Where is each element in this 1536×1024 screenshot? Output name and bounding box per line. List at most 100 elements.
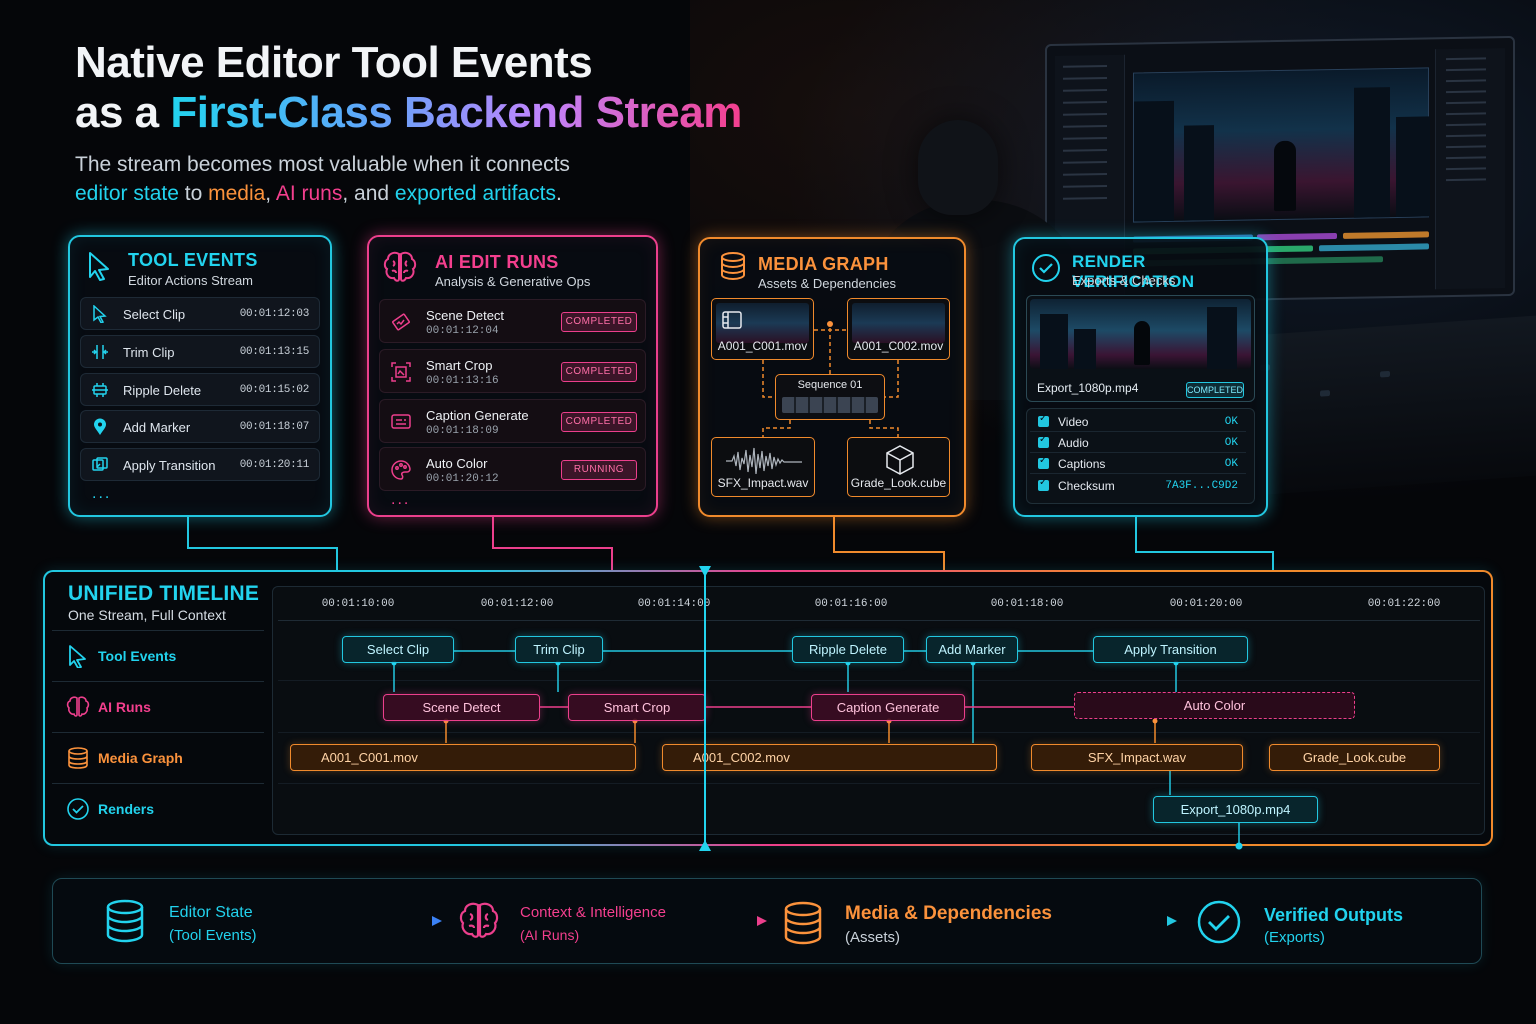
tool-event-label: Trim Clip: [123, 345, 175, 360]
timeline-tick: 00:01:12:00: [480, 598, 554, 610]
media-asset-name: SFX_Impact.wav: [717, 476, 809, 490]
tool-event-time: 00:01:15:02: [239, 384, 310, 396]
checkbox-checked[interactable]: [1038, 413, 1049, 427]
film-clip-icon: [722, 311, 742, 329]
database-icon: [784, 901, 822, 945]
lane-media-graph[interactable]: Media Graph: [52, 732, 264, 782]
ai-run-label: Scene Detect: [426, 308, 505, 323]
ai-run-row[interactable]: Scene Detect 00:01:12:04 COMPLETED: [379, 299, 646, 343]
timeline-tick: 00:01:14:00: [637, 598, 711, 610]
brain-icon: [459, 902, 499, 938]
ai-run-row[interactable]: Caption Generate 00:01:18:09 COMPLETED: [379, 399, 646, 443]
tool-event-label: Apply Transition: [123, 458, 216, 473]
tool-event-time: 00:01:13:15: [239, 346, 310, 358]
ai-run-time: 00:01:20:12: [426, 473, 499, 485]
media-asset-audio[interactable]: SFX_Impact.wav: [711, 437, 815, 497]
tool-event-label: Ripple Delete: [123, 383, 202, 398]
check-row[interactable]: Audio OK: [1030, 433, 1246, 453]
media-asset-name: Grade_Look.cube: [850, 476, 947, 490]
more-indicator: ...: [391, 491, 411, 508]
tool-event-row[interactable]: Select Clip 00:01:12:03: [80, 297, 320, 330]
lane-ai-runs[interactable]: AI Runs: [52, 681, 264, 731]
lane-renders[interactable]: Renders: [52, 783, 264, 833]
timeline-ai-run[interactable]: Smart Crop: [568, 694, 706, 721]
subtitle-media: media: [208, 182, 266, 205]
timeline-title: UNIFIED TIMELINE: [68, 582, 260, 605]
lane-label: AI Runs: [98, 699, 151, 715]
flow-step-subtitle: (AI Runs): [520, 927, 580, 943]
ai-run-label: Smart Crop: [426, 358, 493, 373]
title-line-1: Native Editor Tool Events: [75, 38, 593, 87]
cube-icon: [886, 445, 914, 475]
check-label: Video: [1058, 415, 1089, 429]
ai-run-label: Caption Generate: [426, 408, 529, 423]
export-preview-card[interactable]: Export_1080p.mp4 COMPLETED: [1026, 295, 1255, 402]
check-value: OK: [1224, 437, 1238, 449]
timeline-ai-run[interactable]: Scene Detect: [383, 694, 540, 721]
tool-event-row[interactable]: Trim Clip 00:01:13:15: [80, 335, 320, 368]
timeline-ai-run-running[interactable]: Auto Color: [1074, 692, 1355, 719]
media-asset-clip[interactable]: A001_C002.mov: [847, 298, 950, 360]
marker-pin-icon: [94, 418, 106, 435]
tool-events-subtitle: Editor Actions Stream: [128, 273, 253, 288]
subtitle-comma: ,: [265, 182, 276, 205]
check-circle-icon: [1197, 900, 1241, 944]
ai-run-row[interactable]: Auto Color 00:01:20:12 RUNNING: [379, 447, 646, 491]
brain-icon: [66, 696, 90, 717]
palette-icon: [391, 460, 411, 480]
subtitle-to: to: [178, 182, 209, 205]
media-graph-subtitle: Assets & Dependencies: [758, 276, 897, 291]
title-highlight: First-Class Backend Stream: [170, 88, 742, 137]
lane-tool-events[interactable]: Tool Events: [52, 630, 264, 680]
check-row[interactable]: Checksum 7A3F...C9D2: [1030, 476, 1246, 496]
check-label: Audio: [1058, 436, 1089, 450]
render-verification-subtitle: Exports & Checks: [1072, 273, 1176, 288]
flow-step-title: Editor State: [169, 904, 253, 921]
timeline-tick: 00:01:10:00: [321, 598, 395, 610]
media-sequence-node[interactable]: Sequence 01: [775, 374, 885, 420]
cursor-icon: [69, 645, 86, 668]
tool-event-time: 00:01:12:03: [239, 308, 310, 320]
scene-detect-icon: [392, 313, 410, 331]
trim-icon: [92, 345, 108, 359]
tool-event-row[interactable]: Ripple Delete 00:01:15:02: [80, 373, 320, 406]
flow-step-subtitle: (Assets): [845, 929, 901, 946]
lane-divider: [278, 732, 1480, 733]
media-asset-lut[interactable]: Grade_Look.cube: [847, 437, 950, 497]
ai-run-row[interactable]: Smart Crop 00:01:13:16 COMPLETED: [379, 349, 646, 393]
database-icon: [68, 747, 88, 769]
timeline-media-asset[interactable]: Grade_Look.cube: [1269, 744, 1440, 771]
tool-event-row[interactable]: Add Marker 00:01:18:07: [80, 410, 320, 443]
lane-divider: [278, 680, 1480, 681]
timeline-media-asset[interactable]: A001_C001.mov: [290, 744, 636, 771]
tool-event-row[interactable]: Apply Transition 00:01:20:11: [80, 448, 320, 481]
lane-divider: [278, 783, 1480, 784]
timeline-tool-event[interactable]: Select Clip: [342, 636, 454, 663]
cursor-icon: [89, 252, 109, 281]
check-row[interactable]: Captions OK: [1030, 454, 1246, 474]
timeline-tool-event[interactable]: Apply Transition: [1093, 636, 1248, 663]
timeline-ai-run[interactable]: Caption Generate: [811, 694, 965, 721]
checkbox-checked[interactable]: [1038, 477, 1049, 491]
page-title: Native Editor Tool Events as a First-Cla…: [75, 38, 742, 138]
subtitle-line-2: editor state to media, AI runs, and expo…: [75, 179, 570, 208]
check-row[interactable]: Video OK: [1030, 412, 1246, 432]
timeline-media-asset[interactable]: SFX_Impact.wav: [1031, 744, 1243, 771]
checkbox-checked[interactable]: [1038, 434, 1049, 448]
subtitle-ai-runs: AI runs: [275, 182, 343, 205]
checkbox-checked[interactable]: [1038, 455, 1049, 469]
timeline-tick: 00:01:16:00: [814, 598, 888, 610]
check-label: Captions: [1058, 457, 1106, 471]
timeline-tool-event[interactable]: Add Marker: [926, 636, 1018, 663]
media-asset-clip[interactable]: A001_C001.mov: [711, 298, 814, 360]
timeline-tick: 00:01:22:00: [1367, 598, 1441, 610]
checks-list: [1026, 408, 1255, 504]
lane-label: Tool Events: [98, 648, 177, 664]
timeline-render[interactable]: Export_1080p.mp4: [1153, 796, 1318, 823]
timeline-tool-event[interactable]: Trim Clip: [515, 636, 603, 663]
timeline-tool-event[interactable]: Ripple Delete: [792, 636, 904, 663]
timeline-media-asset[interactable]: A001_C002.mov: [662, 744, 997, 771]
